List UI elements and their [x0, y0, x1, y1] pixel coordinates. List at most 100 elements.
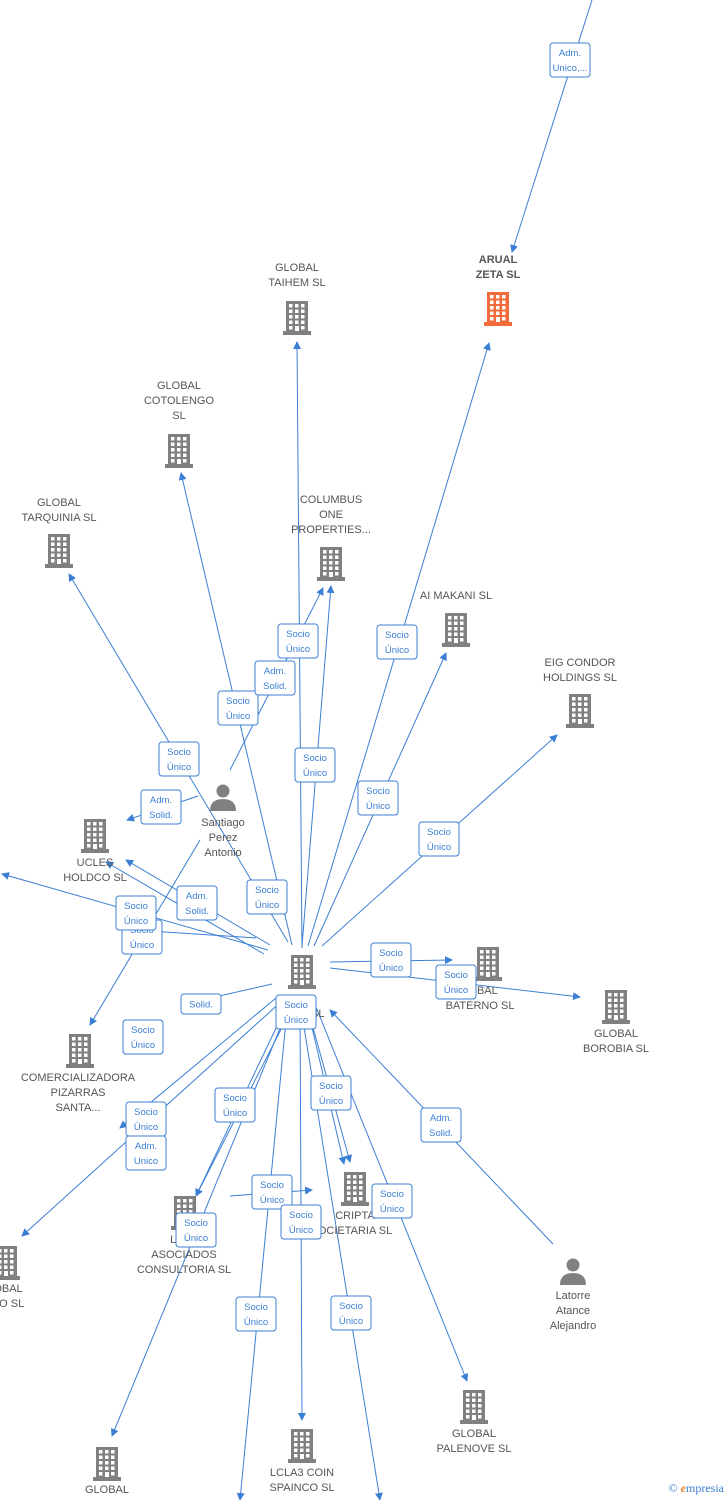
copyright-symbol: © — [668, 1481, 678, 1495]
node-obal_so[interactable]: OBALSO SL — [0, 1246, 24, 1310]
edge-label[interactable]: Adm. Unico,... — [549, 42, 591, 78]
building-window — [301, 309, 305, 313]
edge-label[interactable]: Adm.Unico — [125, 1135, 167, 1171]
building-window — [294, 1454, 298, 1458]
node-global_bottom[interactable]: GLOBAL — [85, 1447, 129, 1496]
edge-label-text: Único — [184, 1233, 208, 1244]
building-window — [51, 553, 55, 557]
building-window — [171, 437, 175, 441]
building-window — [620, 1004, 624, 1008]
building-window — [614, 998, 618, 1002]
building-window — [335, 566, 339, 570]
building-window — [486, 961, 490, 965]
building-window — [4, 1260, 8, 1264]
edge-label-box — [371, 1183, 413, 1219]
building-window — [0, 1265, 2, 1269]
node-comercializadora[interactable]: COMERCIALIZADORAPIZARRASSANTA... — [21, 1034, 136, 1114]
edge-label-text: Único — [124, 916, 148, 927]
building-window — [10, 1271, 14, 1275]
edge-label[interactable]: Adm.Solid. — [140, 789, 182, 825]
building-window — [57, 548, 61, 552]
node-label-line: COTOLENGO — [144, 395, 215, 407]
building-window — [63, 548, 67, 552]
building-window — [105, 1461, 109, 1465]
edge-label-text: Socio — [244, 1302, 268, 1313]
building-window — [347, 1186, 351, 1190]
edge-label-text: Unico,... — [553, 63, 588, 74]
node-columbus[interactable]: COLUMBUSONEPROPERTIES... — [291, 494, 371, 581]
building-door — [578, 719, 582, 724]
node-label-line: UCLES — [77, 857, 114, 869]
node-label-line: PROPERTIES... — [291, 524, 371, 536]
building-window — [105, 1450, 109, 1454]
building-window — [300, 974, 304, 978]
node-aimakani[interactable]: AI MAKANI SL — [420, 590, 492, 647]
building-icon — [566, 694, 594, 728]
building-window — [78, 1037, 82, 1041]
building-window — [99, 1461, 103, 1465]
building-window — [492, 950, 496, 954]
building-window — [0, 1260, 2, 1264]
building-window — [347, 1180, 351, 1184]
building-window — [87, 827, 91, 831]
edge-label[interactable]: Adm.Solid. — [254, 660, 296, 696]
edge-label-text: Adm. — [559, 48, 581, 59]
building-window — [84, 1059, 88, 1063]
building-window — [454, 621, 458, 625]
edge-label[interactable]: Adm.Solid. — [420, 1107, 462, 1143]
building-window — [189, 1210, 193, 1214]
edge-label[interactable]: Adm.Solid. — [176, 885, 218, 921]
edge-label-text: Único — [303, 768, 327, 779]
edge-label-text: Único — [286, 644, 310, 655]
building-window — [492, 966, 496, 970]
building-window — [301, 326, 305, 330]
edge-label[interactable]: Solid. — [180, 993, 222, 1015]
edge-label-text: Socio — [289, 1210, 313, 1221]
building-window — [572, 708, 576, 712]
person-body — [210, 799, 236, 811]
building-window — [84, 1048, 88, 1052]
edge-label-box — [246, 879, 288, 915]
building-window — [72, 1037, 76, 1041]
building-window — [51, 542, 55, 546]
building-window — [496, 311, 500, 315]
node-label-line: CONSULTORIA SL — [137, 1264, 231, 1276]
building-base — [442, 643, 470, 647]
building-window — [294, 958, 298, 962]
building-window — [480, 972, 484, 976]
